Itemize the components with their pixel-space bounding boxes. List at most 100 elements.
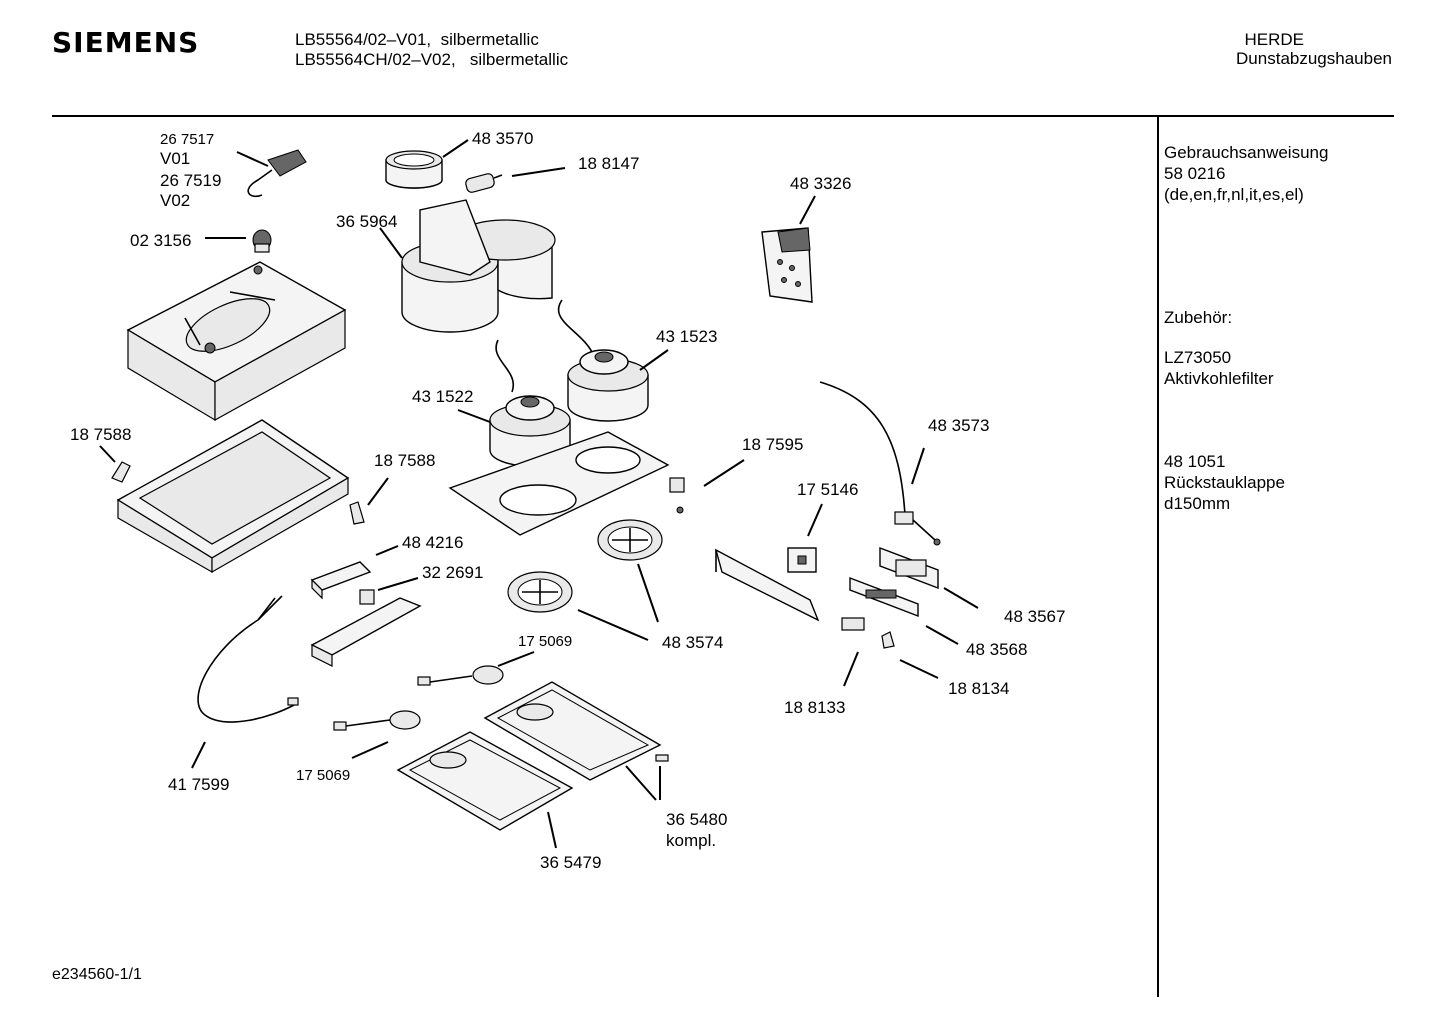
- leader-line: [899, 659, 939, 679]
- leader-line: [625, 765, 657, 801]
- part-label: 48 3326: [790, 174, 851, 193]
- leader-line: [99, 445, 116, 463]
- part-label: 48 3573: [928, 416, 989, 435]
- leader-line: [547, 811, 557, 849]
- part-label: 48 3570: [472, 129, 533, 148]
- part-label: 18 7588: [70, 425, 131, 444]
- part-label: 18 8147: [578, 154, 639, 173]
- power-cable-part: [197, 595, 299, 723]
- part-label: 48 3574: [662, 633, 723, 652]
- part-label: 48 3568: [966, 640, 1027, 659]
- fan-housing-part: [401, 199, 556, 333]
- part-label: 48 4216: [402, 533, 463, 552]
- part-label: 32 2691: [422, 563, 483, 582]
- lamp-holder-part: [310, 589, 422, 667]
- cord-clamp-part: [252, 229, 272, 253]
- part-label: 43 1522: [412, 387, 473, 406]
- capacitor-part: [465, 173, 503, 193]
- leader-line: [497, 651, 535, 667]
- knob-part: [881, 631, 895, 649]
- model-line-1: LB55564/02–V01, silbermetallic: [295, 30, 539, 49]
- accessory-code: 48 1051: [1164, 452, 1226, 471]
- clip-part: [111, 461, 131, 483]
- part-label: 36 5964: [336, 212, 397, 231]
- leader-line: [943, 587, 979, 609]
- filter-right-part: [483, 681, 669, 781]
- accessory-lz73050: LZ73050 Aktivkohlefilter: [1164, 347, 1274, 389]
- part-label: 41 7599: [168, 775, 229, 794]
- leader-line: [511, 167, 566, 177]
- leader-line: [351, 741, 389, 759]
- hood-housing-part: [126, 261, 347, 422]
- part-label: 43 1523: [656, 327, 717, 346]
- part-label: 18 7595: [742, 435, 803, 454]
- relay-part: [787, 547, 817, 573]
- grill-upper-part: [597, 519, 663, 561]
- manual-number: 58 0216: [1164, 164, 1226, 183]
- leader-line: [367, 477, 389, 506]
- accessory-481051: 48 1051 Rückstauklappe d150mm: [1164, 451, 1285, 514]
- leader-line: [843, 651, 859, 687]
- part-label: 26 7517: [160, 131, 214, 148]
- wiring-harness-part: [819, 381, 941, 546]
- leader-line: [191, 741, 206, 769]
- model-info: LB55564/02–V01, silbermetallic LB55564CH…: [295, 30, 568, 70]
- variant-label: V01: [160, 149, 190, 168]
- hood-frame-part: [116, 419, 350, 574]
- category-info: HERDE Dunstabzugshauben: [1236, 30, 1392, 68]
- part-label: 17 5146: [797, 480, 858, 499]
- drawing-id: e234560-1/1: [52, 966, 142, 983]
- switch-holder-part: [879, 546, 939, 590]
- leader-line: [799, 195, 816, 225]
- grill-lower-part: [507, 571, 573, 613]
- model-line-2: LB55564CH/02–V02, silbermetallic: [295, 50, 569, 69]
- leader-line: [807, 503, 823, 537]
- lamp-upper-part: [417, 665, 504, 686]
- part-label: 02 3156: [130, 231, 191, 250]
- header-divider: [52, 115, 1394, 117]
- manual-block: Gebrauchsanweisung 58 0216 (de,en,fr,nl,…: [1164, 142, 1328, 205]
- fan-motor-right-part: [557, 299, 649, 422]
- bracket-part: [669, 477, 685, 514]
- leader-line: [577, 609, 649, 641]
- part-label: 36 5480: [666, 810, 727, 829]
- leader-line: [703, 459, 745, 487]
- leader-line: [379, 227, 403, 259]
- part-label: 18 8133: [784, 698, 845, 717]
- clip-part: [349, 501, 365, 525]
- accessories-title: Zubehör:: [1164, 308, 1233, 327]
- leader-line: [375, 545, 399, 556]
- accessory-code: LZ73050: [1164, 348, 1232, 367]
- power-cord-part: [247, 149, 307, 198]
- accessory-size: d150mm: [1164, 494, 1231, 513]
- part-label-suffix: kompl.: [666, 831, 716, 850]
- fan-motor-left-part: [489, 339, 571, 467]
- leader-line: [925, 625, 959, 645]
- leader-line: [637, 563, 659, 623]
- siemens-logo: SIEMENS: [52, 26, 200, 59]
- part-label: 48 3567: [1004, 607, 1065, 626]
- part-label: 36 5479: [540, 853, 601, 872]
- leader-line: [911, 447, 925, 485]
- leader-line: [639, 349, 669, 371]
- sidebar-divider: [1157, 117, 1159, 997]
- outlet-stub-part: [385, 150, 443, 189]
- leader-line: [457, 409, 491, 423]
- lamp-cover-part: [310, 561, 372, 600]
- accessory-name: Aktivkohlefilter: [1164, 369, 1274, 388]
- part-label: 17 5069: [518, 633, 572, 650]
- variant-label: V02: [160, 191, 190, 210]
- motor-plate-part: [448, 431, 670, 536]
- spring-part: [841, 617, 865, 631]
- leader-line: [442, 139, 469, 158]
- part-label: 18 7588: [374, 451, 435, 470]
- manual-languages: (de,en,fr,nl,it,es,el): [1164, 185, 1304, 204]
- category-dunstabzugshauben: Dunstabzugshauben: [1236, 49, 1392, 68]
- light-strip-part: [714, 548, 820, 622]
- leader-line: [236, 151, 269, 167]
- control-panel-part: [761, 227, 813, 303]
- part-label: 26 7519: [160, 171, 221, 190]
- accessory-name: Rückstauklappe: [1164, 473, 1285, 492]
- switch-part: [849, 576, 919, 618]
